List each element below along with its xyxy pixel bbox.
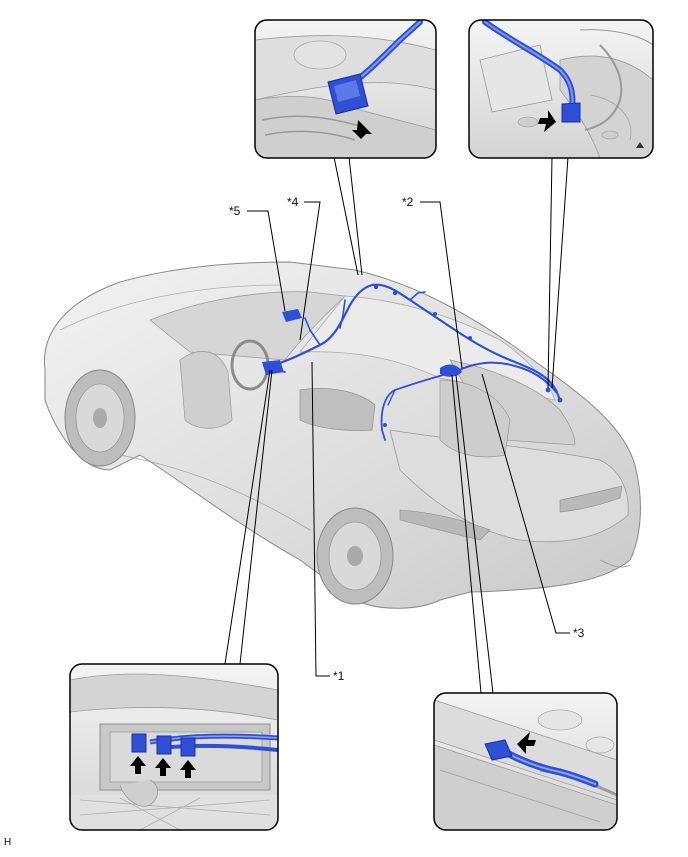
callout-2-label: *2 — [402, 195, 414, 209]
harness-branch-a — [304, 317, 321, 346]
harness-branch-c — [409, 291, 426, 301]
callout-3-label: *3 — [573, 626, 585, 640]
inset-bl-connector-1 — [131, 733, 147, 753]
callout-4-label: *4 — [287, 195, 299, 209]
inset-bl-connector-2 — [156, 735, 172, 755]
leader-lines — [224, 156, 570, 694]
harness-rear-run — [454, 361, 557, 393]
inset-bl-arrow-1 — [130, 756, 146, 774]
harness-connectors — [262, 284, 563, 427]
inset-bottom-right — [433, 692, 618, 831]
inset-br-connector — [484, 739, 513, 761]
inset-tl-arrow — [352, 120, 372, 139]
connector-front-ecu — [262, 360, 284, 375]
inset-bl-connector-3 — [180, 737, 196, 757]
harness-roof-left — [266, 283, 562, 402]
inset-tr-arrow — [538, 110, 556, 132]
windshield — [149, 291, 346, 361]
harness-rear-stub — [387, 389, 396, 406]
inset-bottom-left — [69, 663, 279, 831]
harness-branch-b — [339, 299, 346, 329]
inset-br-arrow — [517, 732, 536, 754]
front-wheel — [64, 369, 136, 467]
tail-light-left — [399, 509, 491, 541]
callout-5-label: *5 — [229, 204, 241, 218]
inset-bl-arrow-3 — [180, 760, 196, 778]
inset-top-left — [254, 19, 437, 159]
inset-bl-arrow-2 — [155, 758, 171, 776]
figure-code-label: H — [4, 837, 12, 848]
inset-top-right — [468, 19, 654, 159]
rear-wheel — [316, 507, 394, 605]
callout-1-label: *1 — [333, 669, 345, 683]
connector-overhead — [282, 309, 302, 322]
vehicle-illustration — [43, 261, 641, 609]
tail-light-right — [559, 485, 623, 513]
inset-tr-connector — [561, 102, 581, 123]
front-seat — [179, 351, 233, 429]
connector-rear-antenna — [440, 364, 462, 377]
